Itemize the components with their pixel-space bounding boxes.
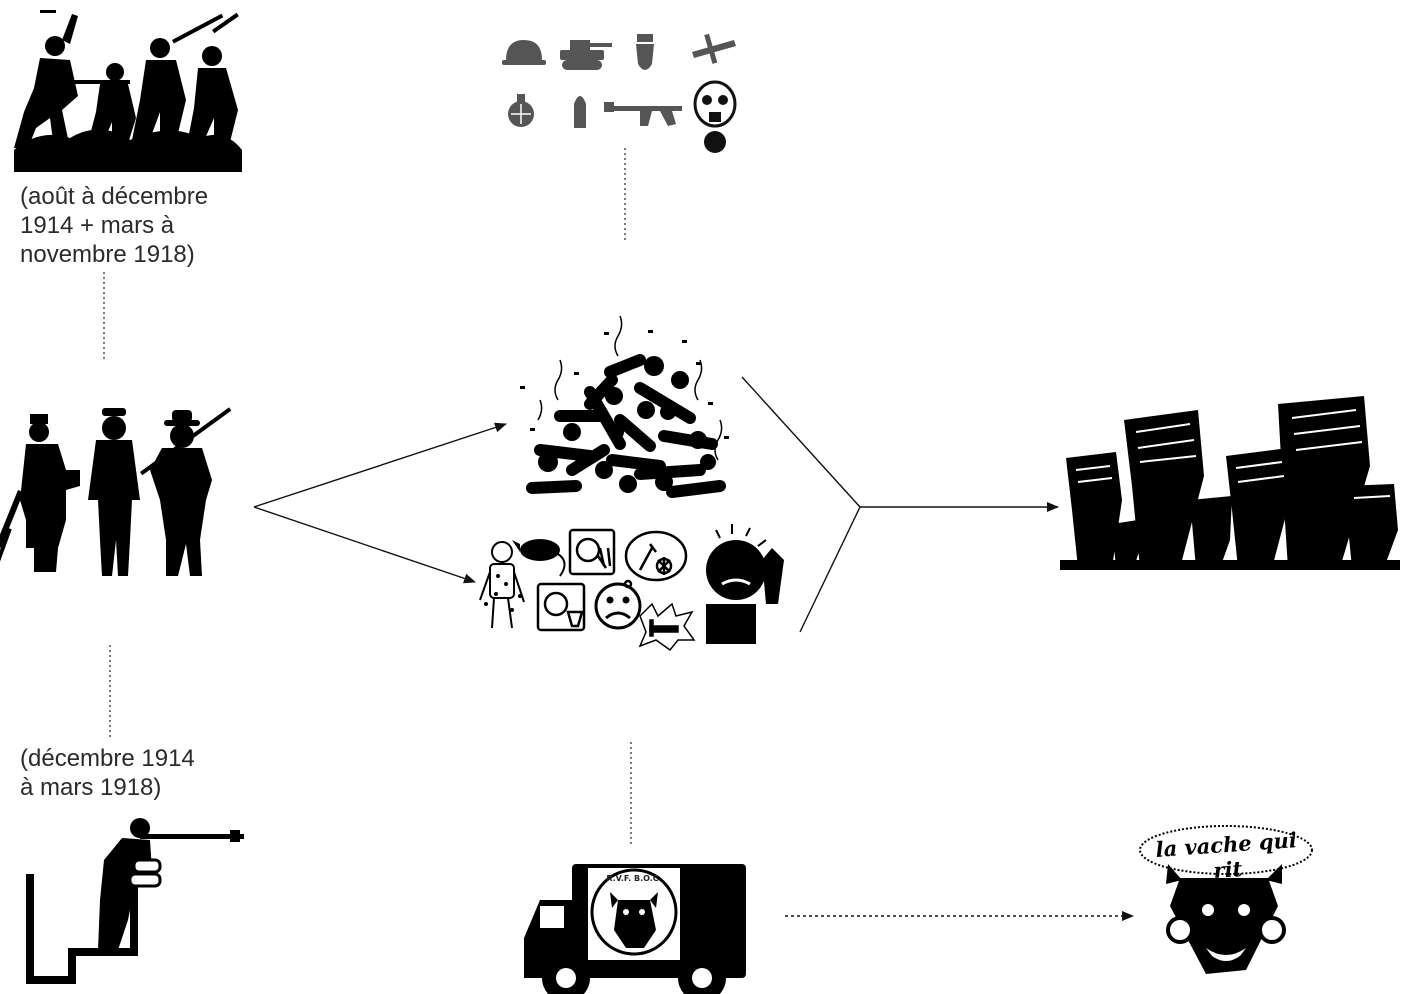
no-sleep-icon (638, 602, 696, 652)
sad-face-icon (594, 582, 642, 630)
caption-movement-war: (août à décembre 1914 + mars à novembre … (20, 183, 209, 268)
thirst-icon (536, 582, 586, 632)
airplane-icon (692, 33, 736, 64)
gas-mask-icon (693, 80, 737, 153)
merge-line-top (741, 376, 861, 508)
rifle-icon (604, 102, 682, 126)
grenade-icon (508, 94, 534, 127)
arrow-soldiers-to-corpses (253, 422, 507, 508)
helmet-icon (502, 40, 546, 65)
sick-soldier-icon (479, 541, 525, 629)
rat-icon (512, 539, 566, 577)
truck-emblem-text: R.V.F. B.O.C. (606, 874, 662, 883)
tank-icon (560, 40, 612, 70)
merge-line-bottom (799, 506, 861, 633)
caption-trench-war: (décembre 1914 à mars 1918) (20, 745, 195, 801)
arrow-soldiers-to-hardships (253, 506, 476, 584)
stressed-person-icon (706, 524, 784, 644)
hunger-icon (568, 528, 616, 576)
bullet-icon (574, 96, 586, 128)
logo-text: la vache qui rit (1154, 827, 1298, 883)
bomb-icon (636, 34, 654, 70)
